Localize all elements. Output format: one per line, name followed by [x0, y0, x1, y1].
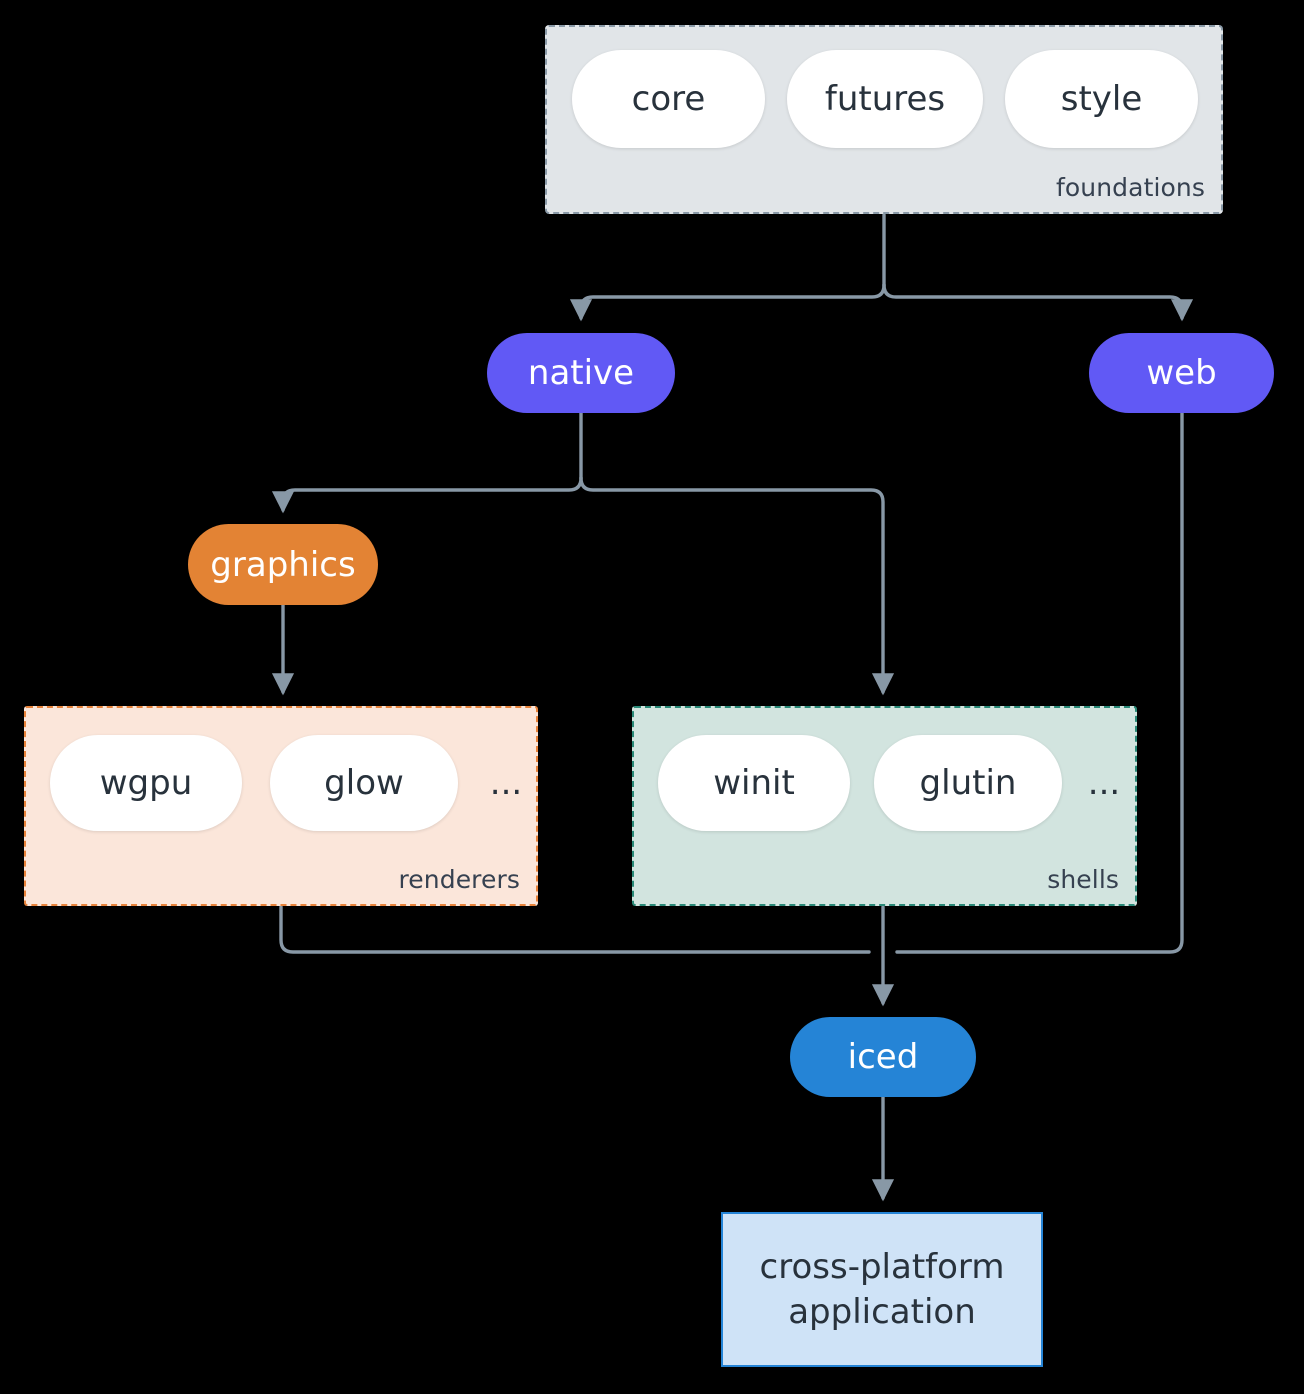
pill-style-label: style	[1060, 79, 1143, 119]
node-web[interactable]: web	[1089, 333, 1274, 413]
node-graphics-label: graphics	[210, 544, 356, 585]
group-foundations: core futures style foundations	[545, 25, 1223, 214]
group-label-foundations: foundations	[1056, 173, 1205, 202]
node-native-label: native	[527, 353, 635, 393]
edge-foundations-to-web	[882, 283, 1194, 322]
node-native[interactable]: native	[487, 333, 675, 413]
application-label-line1: cross-platform	[759, 1246, 1005, 1287]
pill-glow[interactable]: glow	[270, 735, 458, 831]
node-web-label: web	[1146, 353, 1217, 393]
edge-foundations-to-native	[569, 283, 886, 322]
edge-renderers-to-iced	[279, 905, 871, 954]
node-iced-label: iced	[847, 1037, 919, 1077]
group-label-renderers: renderers	[398, 865, 520, 894]
pill-futures[interactable]: futures	[787, 50, 983, 148]
group-label-shells: shells	[1047, 865, 1119, 894]
pill-winit-label: winit	[713, 763, 795, 803]
pill-style[interactable]: style	[1005, 50, 1198, 148]
pill-winit[interactable]: winit	[658, 735, 850, 831]
group-shells: winit glutin ... shells	[632, 706, 1137, 906]
node-graphics[interactable]: graphics	[188, 524, 378, 605]
shells-ellipsis: ...	[1087, 763, 1121, 803]
edge-native-to-shells	[579, 476, 895, 696]
edge-native-to-graphics	[271, 476, 583, 514]
renderers-ellipsis: ...	[489, 763, 523, 803]
pill-wgpu[interactable]: wgpu	[50, 735, 242, 831]
pill-core[interactable]: core	[572, 50, 765, 148]
group-renderers: wgpu glow ... renderers	[24, 706, 538, 906]
pill-glutin[interactable]: glutin	[874, 735, 1062, 831]
pill-core-label: core	[631, 79, 706, 119]
application-label-line2: application	[788, 1291, 976, 1332]
pill-glutin-label: glutin	[919, 763, 1017, 803]
pill-wgpu-label: wgpu	[99, 763, 193, 803]
pill-glow-label: glow	[324, 763, 404, 803]
node-cross-platform-application[interactable]: cross-platform application	[721, 1212, 1043, 1367]
node-iced[interactable]: iced	[790, 1017, 976, 1097]
pill-futures-label: futures	[824, 79, 946, 119]
